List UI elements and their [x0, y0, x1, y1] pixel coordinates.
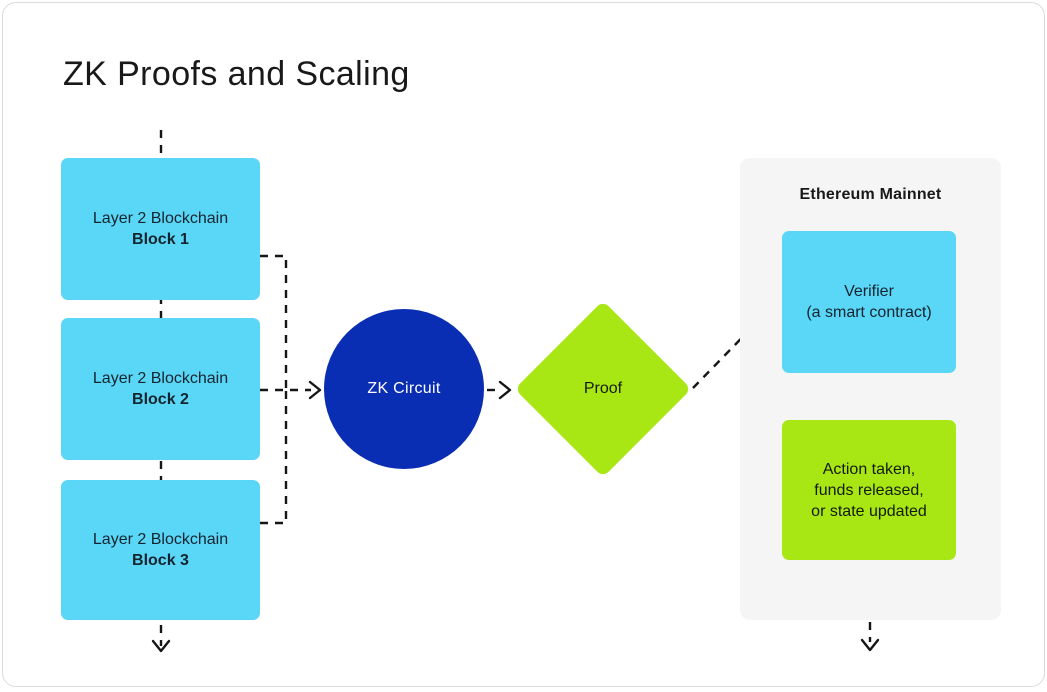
layer2-block-2-number: Block 2 [132, 391, 189, 408]
layer2-block-1-label: Layer 2 Blockchain [92, 210, 229, 227]
layer2-block-2: Layer 2 Blockchain Block 2 [61, 318, 260, 460]
action-line-3: or state updated [811, 502, 927, 520]
layer2-block-1-number: Block 1 [132, 231, 189, 248]
layer2-block-3-label: Layer 2 Blockchain [92, 531, 229, 548]
layer2-block-2-label: Layer 2 Blockchain [92, 370, 229, 387]
arrow-block2-to-circuit [260, 380, 322, 400]
layer2-block-3-number: Block 3 [132, 552, 189, 569]
page-title: ZK Proofs and Scaling [63, 55, 410, 93]
zk-circuit-label: ZK Circuit [367, 380, 441, 397]
ethereum-mainnet-title: Ethereum Mainnet [799, 186, 942, 203]
arrow-mainnet-out [860, 622, 880, 652]
proof-label: Proof [583, 380, 623, 397]
action-line-2: funds released, [814, 481, 924, 499]
zk-circuit-node: ZK Circuit [324, 309, 484, 469]
elbow-block1-to-circuit [260, 254, 288, 389]
layer2-block-1: Layer 2 Blockchain Block 1 [61, 158, 260, 300]
verifier-label: Verifier [844, 283, 894, 300]
arrow-circuit-to-proof [487, 380, 512, 400]
action-line-1: Action taken, [822, 460, 916, 478]
proof-node: Proof [514, 300, 692, 478]
verifier-sublabel: (a smart contract) [806, 304, 932, 321]
action-node: Action taken, funds released, or state u… [782, 420, 956, 560]
elbow-block3-to-circuit [260, 391, 288, 525]
layer2-block-3: Layer 2 Blockchain Block 3 [61, 480, 260, 620]
verifier-node: Verifier (a smart contract) [782, 231, 956, 373]
